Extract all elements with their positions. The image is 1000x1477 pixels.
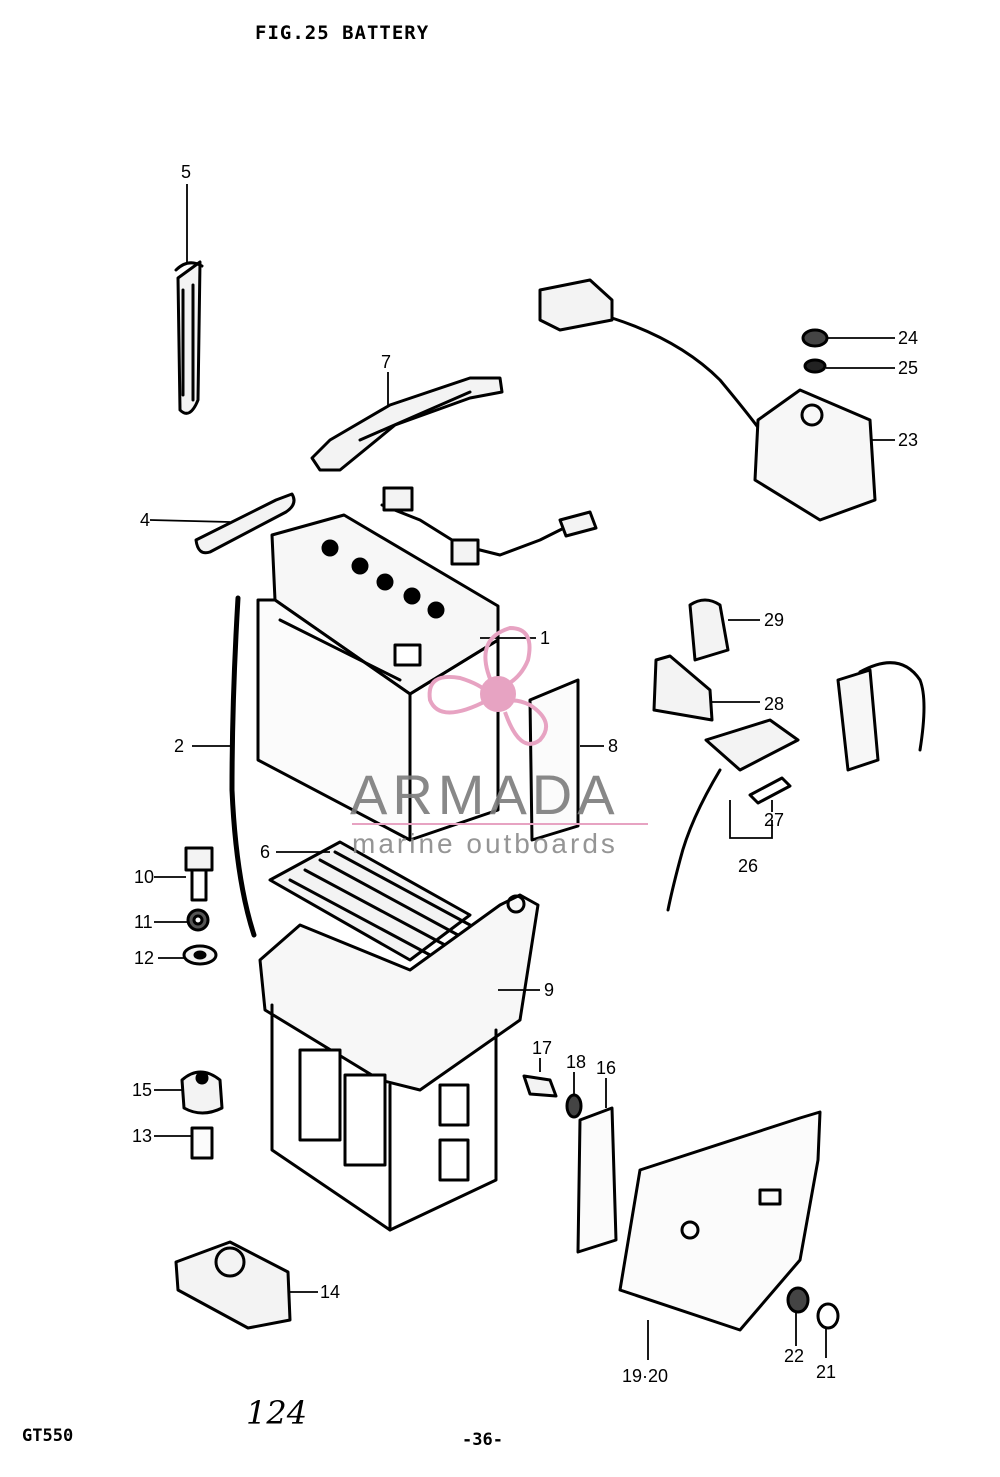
part-nut-21 [816, 1302, 840, 1330]
callout-11: 11 [134, 912, 153, 932]
part-bracket-19-20 [618, 1110, 822, 1332]
part-washer-18 [565, 1093, 583, 1119]
part-clip-29 [688, 598, 730, 662]
part-fuse-27 [748, 776, 792, 805]
callout-28: 28 [764, 694, 784, 714]
part-tray-mat-6 [268, 840, 472, 962]
page-number: -36- [462, 1430, 503, 1450]
callout-19-20: 19·20 [622, 1366, 668, 1386]
leader-lines [149, 184, 895, 1360]
callout-23: 23 [898, 430, 918, 450]
callout-14: 14 [320, 1282, 340, 1302]
part-battery-1 [256, 513, 500, 842]
watermark-tagline: marine outboards [352, 828, 618, 859]
part-block-14 [174, 1240, 292, 1330]
part-collar-13 [190, 1126, 214, 1160]
callout-24: 24 [898, 328, 918, 348]
part-washer-12 [182, 944, 218, 966]
part-washer-25 [803, 358, 827, 374]
part-nut-11 [186, 908, 210, 932]
part-fuse-box-26 [666, 661, 926, 912]
part-clamp-4 [194, 492, 296, 555]
callout-7: 7 [381, 352, 391, 372]
callout-18: 18 [566, 1052, 586, 1072]
part-cable-7 [310, 376, 504, 472]
callout-1: 1 [540, 628, 550, 648]
figure-title: FIG.25 BATTERY [255, 22, 430, 44]
part-breather-tube-2 [229, 595, 257, 938]
callout-12: 12 [134, 948, 154, 968]
model-code: GT550 [22, 1426, 74, 1446]
callout-9: 9 [544, 980, 554, 1000]
part-nut-24 [801, 328, 829, 348]
part-cushion-15 [180, 1070, 224, 1115]
callout-labels: 5 7 4 1 2 8 6 9 10 11 12 15 13 14 17 18 … [132, 162, 918, 1386]
part-relay-23 [753, 388, 877, 522]
watermark-propeller-icon [352, 625, 648, 825]
callout-15: 15 [132, 1080, 152, 1100]
part-bolt-17 [522, 1074, 558, 1098]
part-battery-case-9 [258, 893, 540, 1232]
callout-6: 6 [260, 842, 270, 862]
part-nut-22 [786, 1286, 810, 1314]
part-pad-8 [528, 678, 580, 842]
callout-27: 27 [764, 810, 784, 830]
callout-17: 17 [532, 1038, 552, 1058]
part-fuse-lead [380, 486, 598, 566]
callout-10: 10 [134, 867, 154, 887]
handwritten-number: 124 [246, 1394, 308, 1432]
callout-16: 16 [596, 1058, 616, 1078]
callout-29: 29 [764, 610, 784, 630]
callout-2: 2 [174, 736, 184, 756]
callout-8: 8 [608, 736, 618, 756]
part-battery-band [174, 260, 204, 415]
callout-4: 4 [140, 510, 150, 530]
watermark-brand: ARMADA [350, 763, 620, 826]
part-bolt-10 [184, 846, 214, 902]
callout-25: 25 [898, 358, 918, 378]
callout-26: 26 [738, 856, 758, 876]
part-connector [538, 278, 762, 432]
callout-13: 13 [132, 1126, 152, 1146]
part-bracket-16 [576, 1106, 618, 1254]
callout-5: 5 [181, 162, 191, 182]
callout-21: 21 [816, 1362, 836, 1382]
part-holder-28 [652, 654, 714, 722]
callout-22: 22 [784, 1346, 804, 1366]
